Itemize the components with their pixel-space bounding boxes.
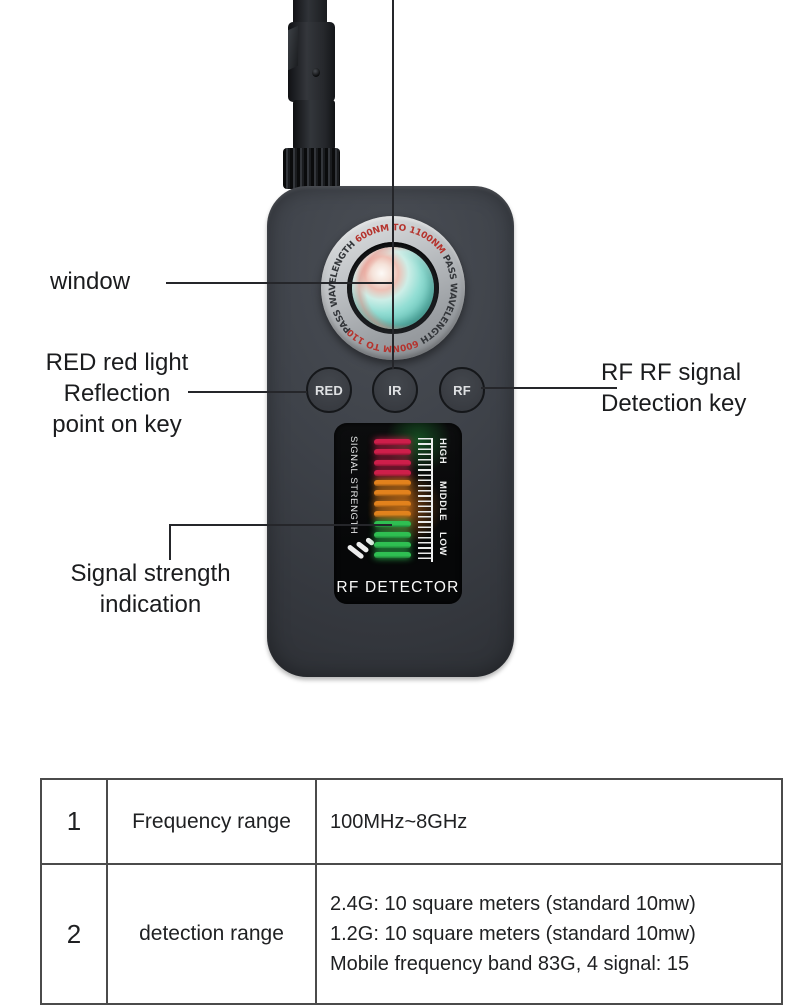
led-bar-red <box>374 439 411 445</box>
signal-strength-label: Signal strength indication <box>63 558 238 620</box>
rf-key-label-line2: Detection key <box>601 390 747 417</box>
page: { "annotations": { "window_label": "wind… <box>0 0 790 978</box>
spec-row1-label: Frequency range <box>106 778 317 865</box>
spec-row2-number: 2 <box>40 863 108 1005</box>
lens-ring-text: PASS WAVELENGTH 600NM TO 1100NM PASS WAV… <box>313 208 458 353</box>
spec-row1-value: 100MHz~8GHz <box>315 778 783 865</box>
table-row: 2 detection range 2.4G: 10 square meters… <box>40 863 783 1005</box>
spec-row2-value-line3: Mobile frequency band 83G, 4 signal: 15 <box>330 953 690 975</box>
signal-strength-display: SIGNAL STRENGTH HIGH MIDDLE LOW RF DETEC… <box>334 423 462 604</box>
antenna-barrel <box>293 100 335 150</box>
red-key-label-line2: Reflection <box>63 380 171 407</box>
level-label-high: HIGH <box>437 438 448 465</box>
led-bar-green <box>374 521 411 528</box>
led-bar-red <box>374 449 411 456</box>
table-row: 1 Frequency range 100MHz~8GHz <box>40 778 783 865</box>
callout-line-signal-vertical <box>169 524 171 560</box>
callout-line-red-key <box>188 391 307 393</box>
led-bar-orange <box>374 490 411 497</box>
led-bar-red <box>374 459 411 466</box>
signal-waves-icon <box>339 528 376 565</box>
red-key-label-line3: point on key <box>52 411 182 438</box>
callout-line-rf-key <box>481 387 617 389</box>
spec-row2-value: 2.4G: 10 square meters (standard 10mw) 1… <box>315 863 783 1005</box>
level-label-low: LOW <box>437 532 448 556</box>
spec-row2-value-line2: 1.2G: 10 square meters (standard 10mw) <box>330 923 696 945</box>
led-bar-green <box>374 531 411 538</box>
signal-strength-label-line2: indication <box>99 591 202 618</box>
svg-text:PASS WAVELENGTH 600NM T: PASS WAVELENGTH 600NM TO 1100NM PASS WAV… <box>313 208 458 353</box>
antenna-rod <box>293 0 327 24</box>
red-light-key: RED <box>306 367 352 413</box>
window-label: window <box>50 268 131 295</box>
red-key-label-line1: RED red light <box>45 349 189 376</box>
callout-line-signal-horizontal <box>169 524 392 526</box>
led-bar-orange <box>374 511 411 518</box>
spec-row1-number: 1 <box>40 778 108 865</box>
ring-text-pass-wavelength-2: PASS WAVELENGTH <box>418 253 458 344</box>
spec-row2-value-line1: 2.4G: 10 square meters (standard 10mw) <box>330 893 696 915</box>
display-title: RF DETECTOR <box>336 579 460 596</box>
callout-line-top-vertical <box>392 0 394 369</box>
led-bar-orange <box>374 480 411 487</box>
led-bar-green <box>374 552 411 559</box>
rf-key-label: RF RF signal Detection key <box>601 357 746 419</box>
led-bar-red <box>374 469 411 476</box>
rf-key-label-line1: RF RF signal <box>601 359 742 386</box>
display-side-label: SIGNAL STRENGTH <box>348 436 359 535</box>
spec-table: 1 Frequency range 100MHz~8GHz 2 detectio… <box>40 778 783 1005</box>
level-label-middle: MIDDLE <box>437 481 448 522</box>
spec-row2-label: detection range <box>106 863 317 1005</box>
signal-scale-ruler <box>418 438 433 562</box>
antenna-hinge <box>288 22 335 102</box>
red-key-label: RED red light Reflection point on key <box>42 347 192 440</box>
led-bar-green <box>374 541 411 548</box>
callout-line-window <box>166 282 392 284</box>
rf-key: RF <box>439 367 485 413</box>
antenna-hinge-hole <box>312 68 320 77</box>
signal-strength-label-line1: Signal strength <box>70 560 231 587</box>
ring-text-pass-wavelength-1: PASS WAVELENGTH <box>328 240 357 335</box>
ir-key: IR <box>372 367 418 413</box>
ring-text-600nm-1100nm-1: 600NM TO 1100NM <box>354 223 447 256</box>
antenna-connector-nut <box>283 148 340 189</box>
signal-bars <box>374 439 411 563</box>
led-bar-orange <box>374 500 411 507</box>
